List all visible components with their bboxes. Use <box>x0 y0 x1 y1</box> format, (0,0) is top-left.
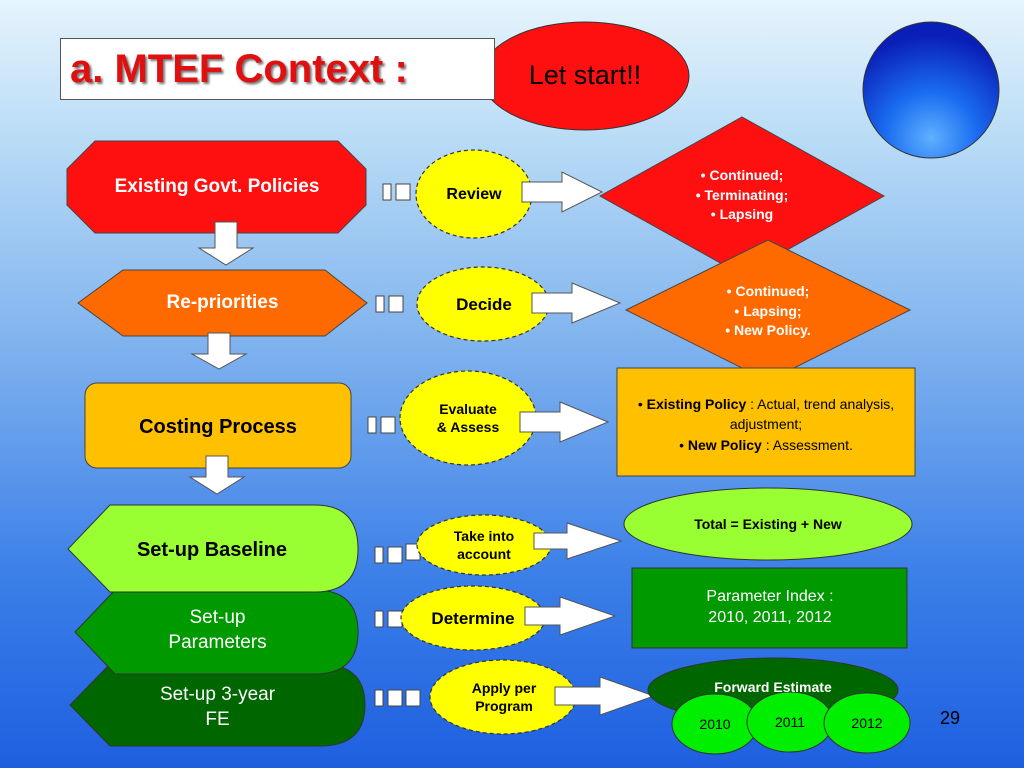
right-arrow-1 <box>521 171 604 213</box>
right-arrow-6 <box>554 676 656 716</box>
year-2011-label: 2011 <box>774 713 806 730</box>
year-2012-label: 2012 <box>851 714 883 731</box>
outcome-item: • Continued; <box>700 167 784 183</box>
right-arrow-5 <box>524 596 617 636</box>
outcome-item: • Lapsing <box>710 206 774 223</box>
title-box <box>60 38 495 100</box>
down-arrow-2 <box>190 332 248 370</box>
parameter-index-label: Parameter Index : 2010, 2011, 2012 <box>706 588 834 626</box>
set-up-baseline-shape <box>67 504 359 593</box>
costing-outcome-box <box>616 367 916 477</box>
decide-label: Decide <box>456 294 512 314</box>
year-circle-2012 <box>823 692 911 754</box>
year-2010-label: 2010 <box>699 715 731 732</box>
decorative-blue-circle <box>862 21 1000 159</box>
determine-label: Determine <box>431 608 515 628</box>
re-priorities-hexagon <box>77 269 368 337</box>
right-arrow-3 <box>519 401 610 443</box>
outcome-list-2: • Continued; • Lapsing; • New Policy. <box>688 282 848 341</box>
outcome-item: • New Policy. <box>725 322 811 339</box>
right-arrow-4 <box>533 522 623 560</box>
set-up-baseline-label: Set-up Baseline <box>136 539 288 561</box>
outcome-list-1: • Continued; • Terminating; • Lapsing <box>662 166 822 225</box>
right-arrow-2 <box>531 282 622 324</box>
let-start-label: Let start!! <box>528 60 642 91</box>
total-existing-new-label: Total = Existing + New <box>694 515 842 532</box>
slide-title: a. MTEF Context : <box>70 46 408 91</box>
baseline-outcome-ellipse <box>623 487 913 561</box>
forward-estimate-label: Forward Estimate <box>714 678 832 695</box>
costing-outcome-text: • Existing Policy : Actual, trend analys… <box>637 396 895 453</box>
existing-govt-policies-label: Existing Govt. Policies <box>114 175 320 197</box>
existing-policies-octagon <box>66 140 367 234</box>
set-up-3-year-fe-label: Set-up 3-year FE <box>159 684 276 730</box>
apply-per-program-label: Apply per Program <box>471 679 537 714</box>
costing-process-label: Costing Process <box>139 416 297 438</box>
outcome-item: • Continued; <box>726 283 810 299</box>
down-arrow-3 <box>188 455 246 495</box>
down-arrow-1 <box>197 221 255 266</box>
evaluate-assess-label: Evaluate & Assess <box>436 400 500 435</box>
take-into-account-label: Take into account <box>453 527 515 562</box>
outcome-item: • Terminating; <box>695 186 789 203</box>
parameter-index-box <box>631 567 908 649</box>
connector-squares <box>367 183 421 707</box>
re-priorities-label: Re-priorities <box>166 291 279 313</box>
review-label: Review <box>446 185 502 203</box>
set-up-parameters-label: Set-up Parameters <box>168 607 267 653</box>
set-up-parameters-shape <box>74 589 359 675</box>
page-number: 29 <box>940 708 961 728</box>
outcome-item: • Lapsing; <box>734 302 802 319</box>
